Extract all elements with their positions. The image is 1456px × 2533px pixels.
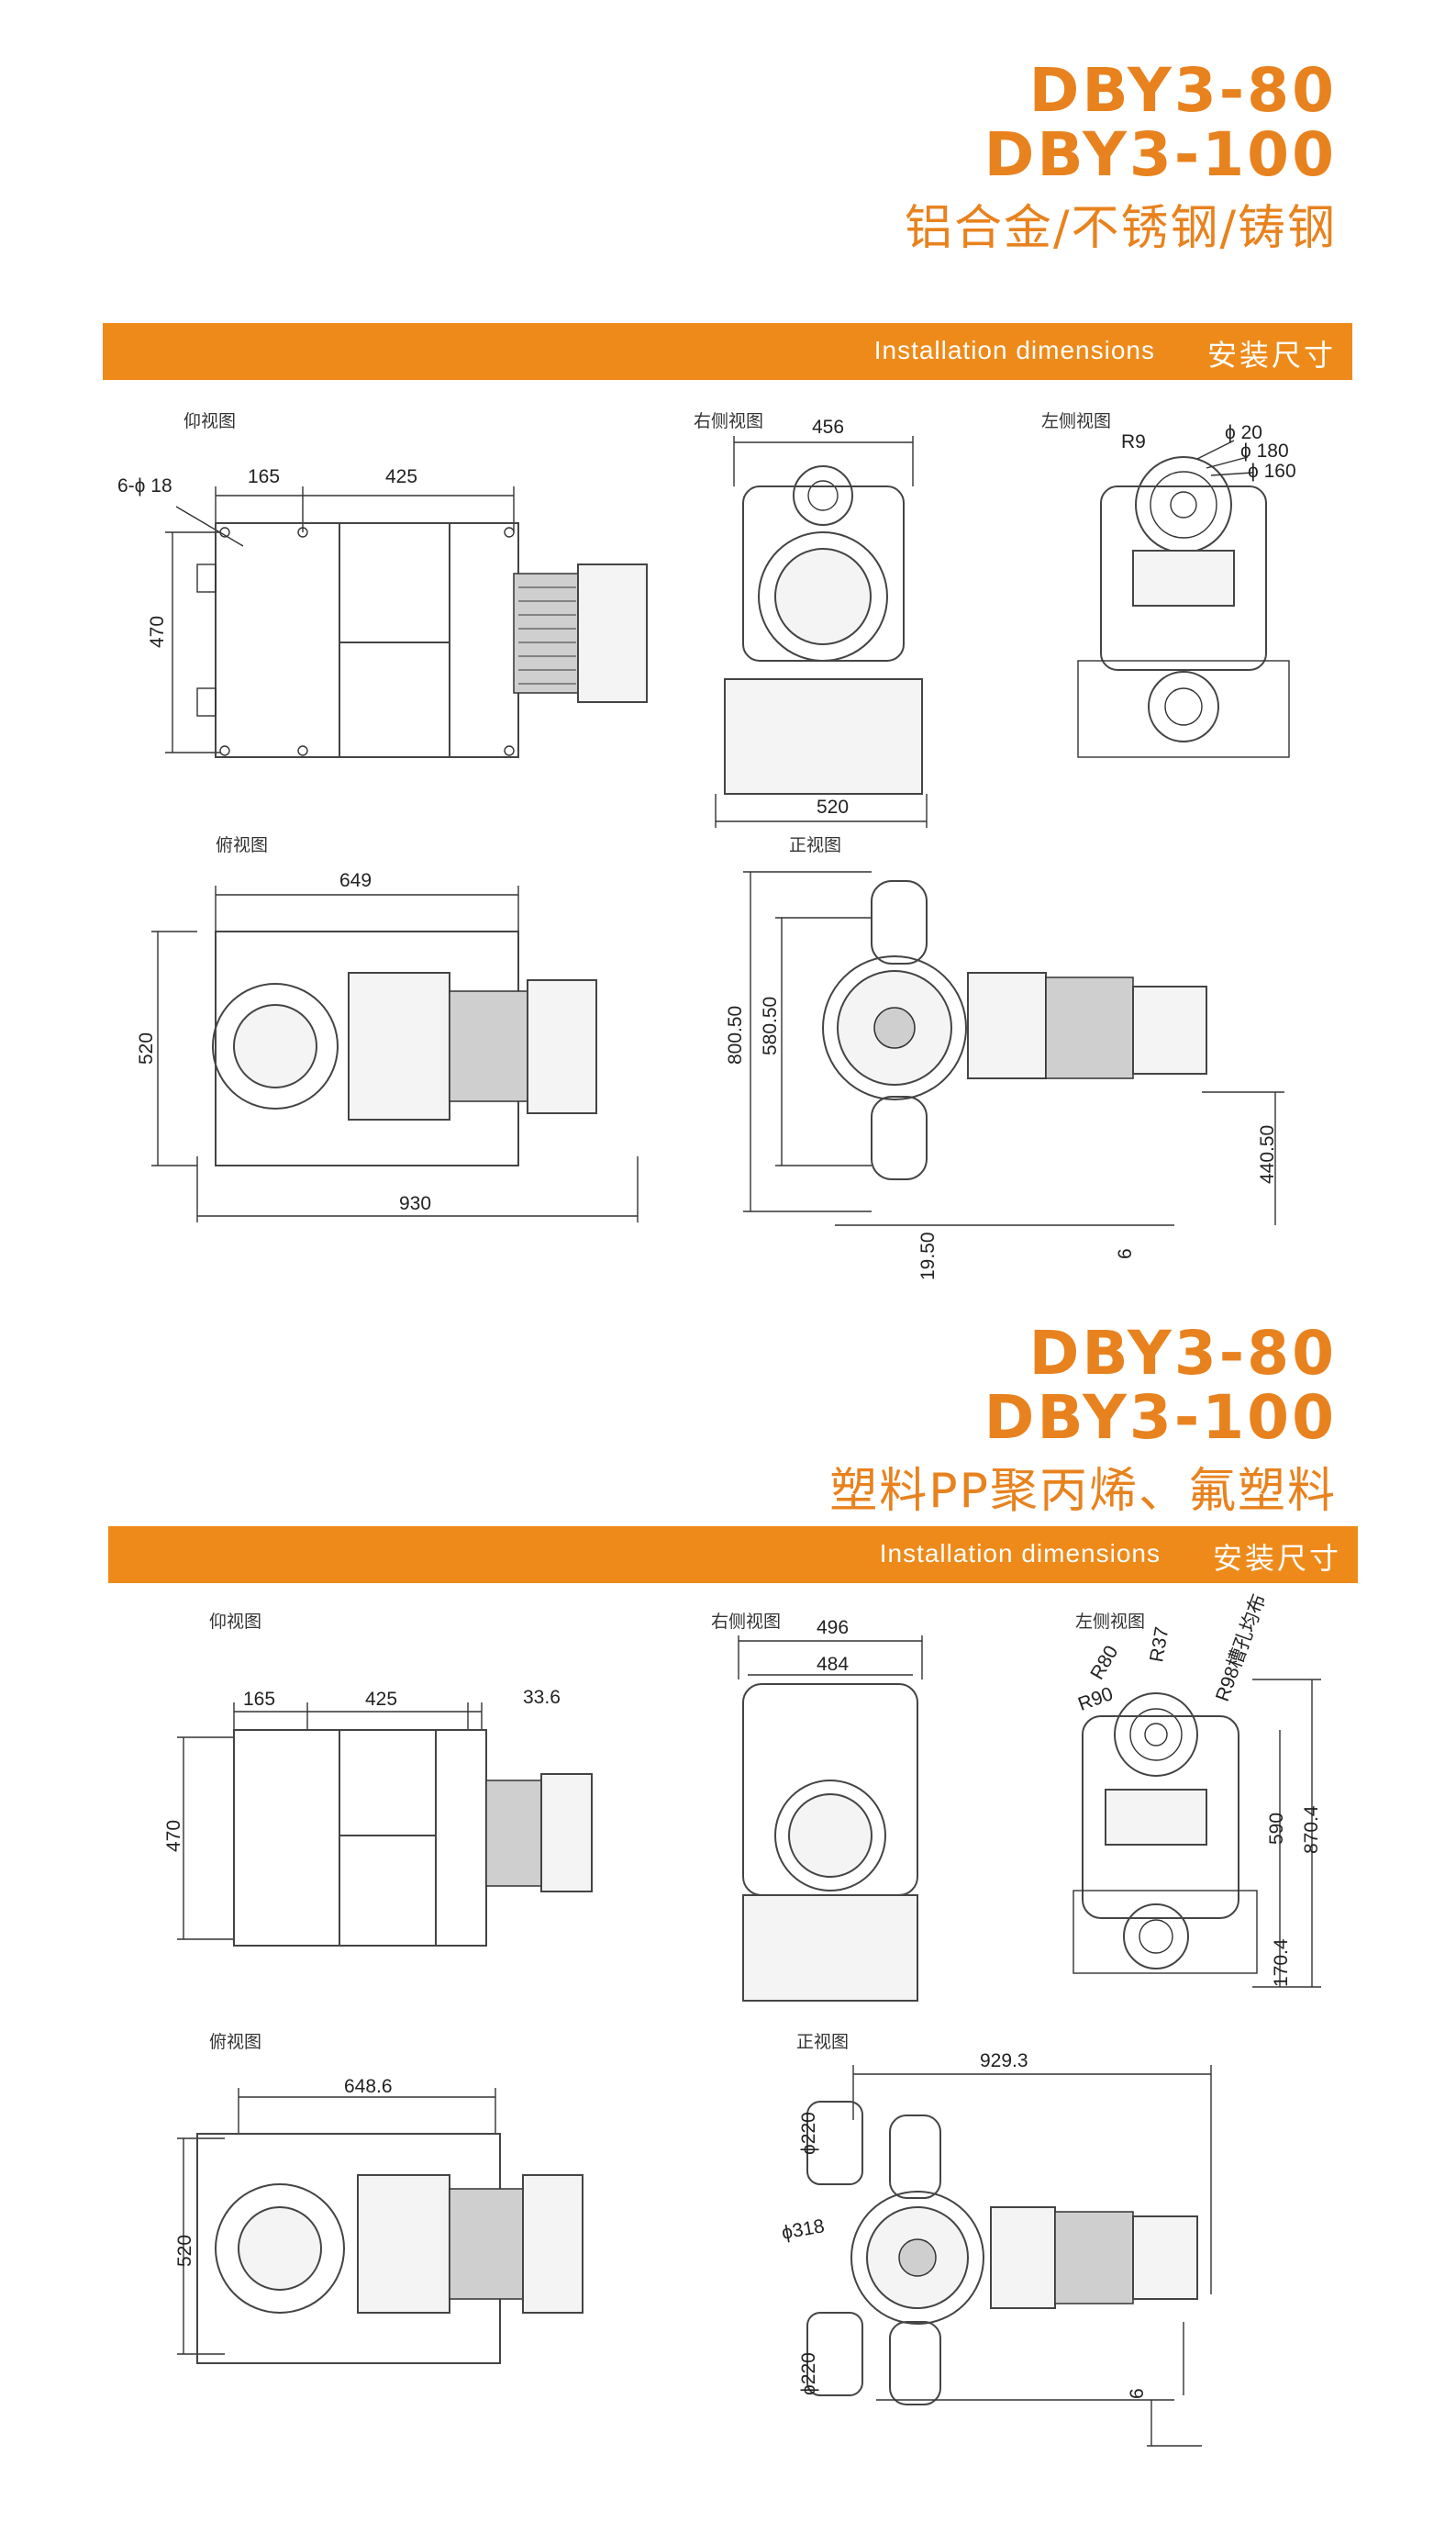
dim-484: 484 <box>817 1654 850 1675</box>
model-a: DBY3-80 <box>1028 55 1337 126</box>
dim-165-2: 165 <box>243 1689 276 1710</box>
drawing-left-view-2 <box>1073 1679 1321 1988</box>
dim-440: 440.50 <box>1257 1124 1278 1184</box>
dim-590: 590 <box>1266 1812 1287 1845</box>
dim-520b: 520 <box>817 797 850 818</box>
dim-6486: 648.6 <box>344 2076 393 2097</box>
dim-496: 496 <box>817 1617 850 1638</box>
drawing-top-view-2 <box>177 2088 584 2364</box>
model-b-2: DBY3-100 <box>984 1382 1337 1453</box>
dim-456: 456 <box>812 417 845 438</box>
dim-649: 649 <box>339 870 372 891</box>
section1-bar: Installation dimensions 安装尺寸 <box>103 323 1352 380</box>
dim-425: 425 <box>385 466 418 487</box>
dim-6-2: 6 <box>1127 2388 1148 2399</box>
dim-r9: R9 <box>1121 431 1146 452</box>
label-front-view-2: 正视图 <box>796 2032 850 2052</box>
drawing-right-view-2 <box>738 1635 923 2002</box>
label-front-view: 正视图 <box>789 835 842 855</box>
dim-425-2: 425 <box>365 1689 398 1710</box>
bar-title-en: Installation dimensions <box>873 336 1155 364</box>
dim-870: 870.4 <box>1301 1805 1322 1854</box>
dim-p20: ϕ 20 <box>1225 422 1262 443</box>
dim-9293: 929.3 <box>980 2050 1028 2071</box>
dim-holes: 6-ϕ 18 <box>117 475 172 497</box>
model-b: DBY3-100 <box>984 119 1337 190</box>
drawing-left-view-1 <box>1077 440 1290 758</box>
drawing-bottom-view-1 <box>165 486 648 758</box>
dim-19: 19.50 <box>917 1232 939 1280</box>
bar-title-en-2: Installation dimensions <box>879 1539 1161 1568</box>
material-2: 塑料PP聚丙烯、氟塑料 <box>829 1464 1337 1519</box>
label-bottom-view: 仰视图 <box>183 411 237 431</box>
dim-800: 800.50 <box>725 1005 746 1065</box>
model-a-2: DBY3-80 <box>1028 1318 1337 1389</box>
bar-title-cn-2: 安装尺寸 <box>1212 1542 1341 1575</box>
material: 铝合金/不锈钢/铸钢 <box>904 201 1337 256</box>
drawing-right-view-1 <box>715 436 928 828</box>
label-top-view: 俯视图 <box>216 835 269 855</box>
label-left-view-2: 左侧视图 <box>1075 1612 1146 1632</box>
dim-336: 33.6 <box>523 1687 561 1708</box>
dim-580: 580.50 <box>760 996 781 1055</box>
section2-header: DBY3-80 DBY3-100 塑料PP聚丙烯、氟塑料 <box>829 1322 1337 1522</box>
drawing-top-view-1 <box>151 886 639 1222</box>
dim-930: 930 <box>399 1193 432 1214</box>
drawing-front-view-2 <box>806 2065 1212 2447</box>
dim-p160: ϕ 160 <box>1248 461 1296 482</box>
section2-bar: Installation dimensions 安装尺寸 <box>108 1526 1358 1583</box>
dim-470-2: 470 <box>163 1819 184 1852</box>
label-left-view: 左侧视图 <box>1041 411 1112 431</box>
label-right-view: 右侧视图 <box>694 411 764 431</box>
dim-p220b: ϕ220 <box>798 2352 819 2395</box>
label-right-view-2: 右侧视图 <box>711 1612 782 1632</box>
dim-470: 470 <box>147 615 168 648</box>
drawing-bottom-view-2 <box>177 1702 593 1947</box>
bar-title-cn: 安装尺寸 <box>1206 339 1336 372</box>
dim-520-2: 520 <box>174 2234 195 2267</box>
dim-170: 170.4 <box>1271 1938 1292 1987</box>
dim-520: 520 <box>136 1032 157 1065</box>
label-top-view-2: 俯视图 <box>209 2032 262 2052</box>
section1-header: DBY3-80 DBY3-100 铝合金/不锈钢/铸钢 <box>905 59 1337 259</box>
dim-165: 165 <box>248 466 281 487</box>
dim-p180: ϕ 180 <box>1240 441 1289 462</box>
dim-p220a: ϕ220 <box>798 2112 819 2155</box>
dim-6: 6 <box>1115 1248 1136 1259</box>
label-bottom-view-2: 仰视图 <box>209 1612 262 1632</box>
drawing-front-view-1 <box>743 871 1284 1226</box>
